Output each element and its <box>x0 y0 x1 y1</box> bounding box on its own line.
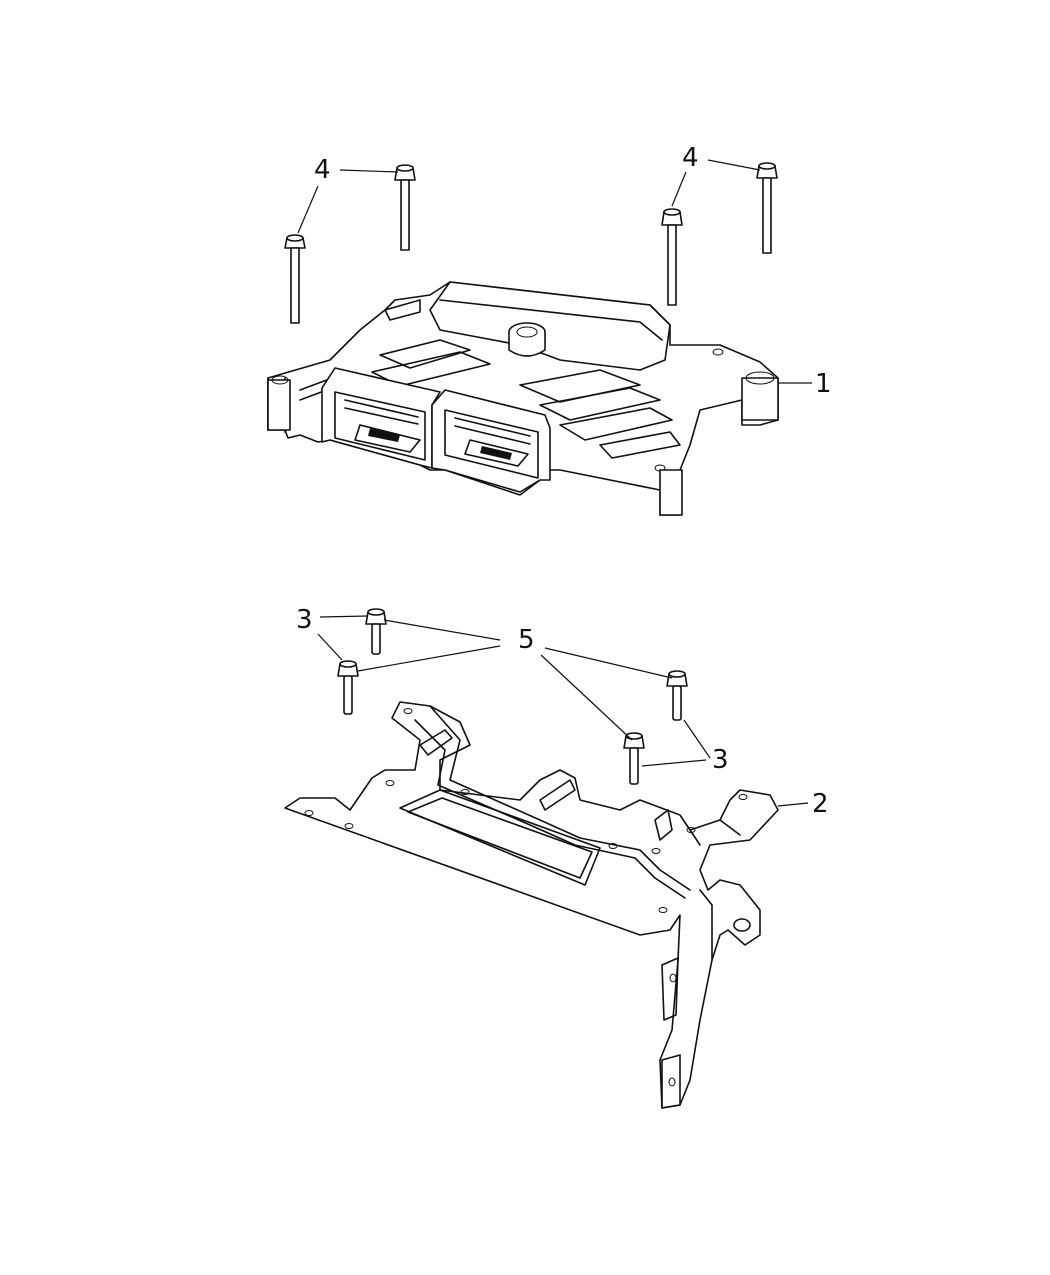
ecm-module <box>267 281 779 516</box>
callout-5: 5 <box>518 625 535 655</box>
short-bolt-4 <box>623 732 645 785</box>
long-bolt-2 <box>394 164 416 251</box>
long-bolt-3 <box>661 208 683 306</box>
short-bolt-2 <box>337 660 359 715</box>
long-bolt-1 <box>284 234 306 324</box>
mounting-bracket <box>284 701 779 1109</box>
callout-1: 1 <box>815 369 832 399</box>
short-bolt-3 <box>666 670 688 721</box>
callout-4-right: 4 <box>682 143 699 173</box>
leader-lines <box>297 159 812 807</box>
callout-3-right: 3 <box>712 745 729 775</box>
connector-right <box>431 389 551 493</box>
callout-3-left: 3 <box>296 605 313 635</box>
connector-left <box>321 367 441 469</box>
long-bolt-4 <box>756 162 778 254</box>
callout-2: 2 <box>812 789 829 819</box>
short-bolt-1 <box>365 608 387 655</box>
callout-4-left: 4 <box>314 155 331 185</box>
